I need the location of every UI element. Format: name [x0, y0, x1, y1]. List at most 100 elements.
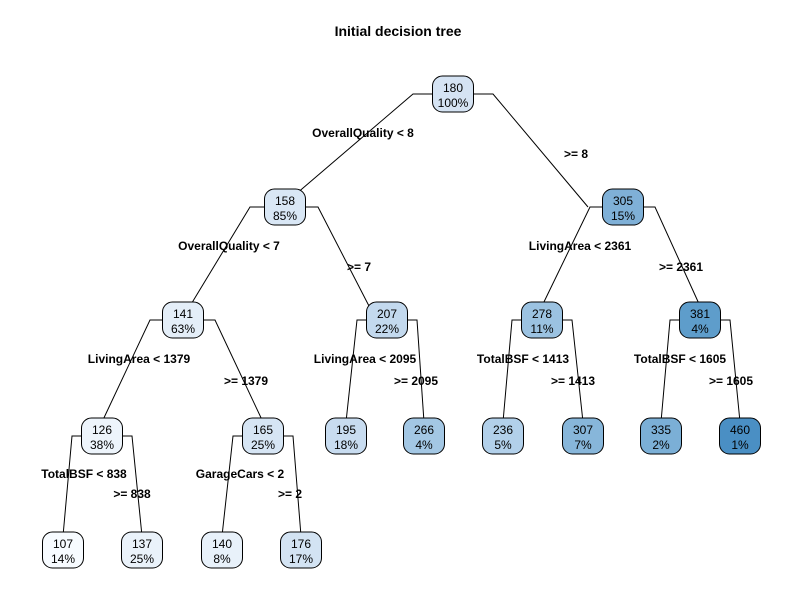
- tree-edge: [203, 319, 264, 423]
- node-box: [42, 531, 84, 569]
- node-value: 176: [291, 537, 311, 551]
- tree-edge: [62, 435, 82, 537]
- node-value: 335: [651, 423, 671, 437]
- node-value: 266: [414, 423, 434, 437]
- split-label: >= 8: [564, 147, 588, 161]
- node-value: 207: [377, 307, 397, 321]
- node-percent: 63%: [171, 322, 195, 336]
- node-percent: 17%: [289, 552, 313, 566]
- node-value: 236: [493, 423, 513, 437]
- node-box: [264, 188, 306, 226]
- node-box: [242, 417, 284, 455]
- node-box: [719, 417, 761, 455]
- node-box: [521, 301, 563, 339]
- split-label: >= 7: [347, 260, 371, 274]
- tree-edge: [643, 206, 701, 307]
- node-percent: 38%: [90, 438, 114, 452]
- tree-edge: [541, 206, 603, 307]
- split-label: >= 1413: [551, 374, 595, 388]
- node-box: [679, 301, 721, 339]
- tree-edges: [62, 93, 741, 537]
- node-box: [81, 417, 123, 455]
- split-label: LivingArea < 2361: [529, 239, 632, 253]
- node-box: [162, 301, 204, 339]
- node-box: [403, 417, 445, 455]
- split-label: >= 2095: [394, 374, 438, 388]
- split-label: GarageCars < 2: [196, 467, 285, 481]
- node-box: [602, 188, 644, 226]
- tree-edge: [473, 93, 589, 208]
- node-percent: 100%: [438, 96, 469, 110]
- node-percent: 11%: [530, 322, 553, 336]
- node-box: [325, 417, 367, 455]
- tree-edge: [221, 435, 243, 537]
- split-label: OverallQuality < 7: [178, 239, 280, 253]
- tree-edge: [283, 435, 302, 537]
- node-value: 126: [92, 423, 112, 437]
- node-value: 381: [690, 307, 710, 321]
- node-value: 180: [443, 81, 463, 95]
- split-label: >= 2361: [659, 260, 703, 274]
- node-percent: 7%: [574, 438, 592, 452]
- node-box: [121, 531, 163, 569]
- node-value: 278: [532, 307, 552, 321]
- tree-edge: [345, 319, 367, 423]
- node-percent: 22%: [375, 322, 399, 336]
- tree-edge: [407, 319, 425, 423]
- node-box: [432, 75, 474, 113]
- node-value: 107: [53, 537, 73, 551]
- node-box: [562, 417, 604, 455]
- node-value: 305: [613, 194, 633, 208]
- node-percent: 85%: [273, 209, 297, 223]
- node-percent: 18%: [334, 438, 358, 452]
- node-box: [640, 417, 682, 455]
- node-percent: 5%: [494, 438, 512, 452]
- node-box: [482, 417, 524, 455]
- node-value: 140: [212, 537, 232, 551]
- node-percent: 1%: [731, 438, 749, 452]
- tree-edge: [502, 319, 522, 423]
- node-value: 158: [275, 194, 295, 208]
- split-label: LivingArea < 2095: [314, 352, 417, 366]
- tree-edge: [101, 319, 163, 423]
- tree-edge: [122, 435, 143, 537]
- split-label: TotalBSF < 1413: [477, 352, 569, 366]
- node-percent: 2%: [652, 438, 670, 452]
- split-label: >= 2: [278, 487, 302, 501]
- tree-edge: [281, 93, 433, 207]
- chart-title: Initial decision tree: [335, 23, 462, 39]
- split-label: TotalBSF < 1605: [634, 352, 726, 366]
- split-label: >= 838: [113, 487, 151, 501]
- node-percent: 4%: [415, 438, 433, 452]
- node-percent: 14%: [51, 552, 75, 566]
- node-percent: 8%: [213, 552, 231, 566]
- node-value: 460: [730, 423, 750, 437]
- tree-edge: [189, 206, 265, 307]
- tree-edge: [660, 319, 680, 423]
- tree-edge: [720, 319, 741, 423]
- node-value: 141: [173, 307, 193, 321]
- node-percent: 15%: [611, 209, 635, 223]
- split-label: >= 1379: [224, 374, 268, 388]
- node-percent: 25%: [251, 438, 275, 452]
- node-value: 195: [336, 423, 356, 437]
